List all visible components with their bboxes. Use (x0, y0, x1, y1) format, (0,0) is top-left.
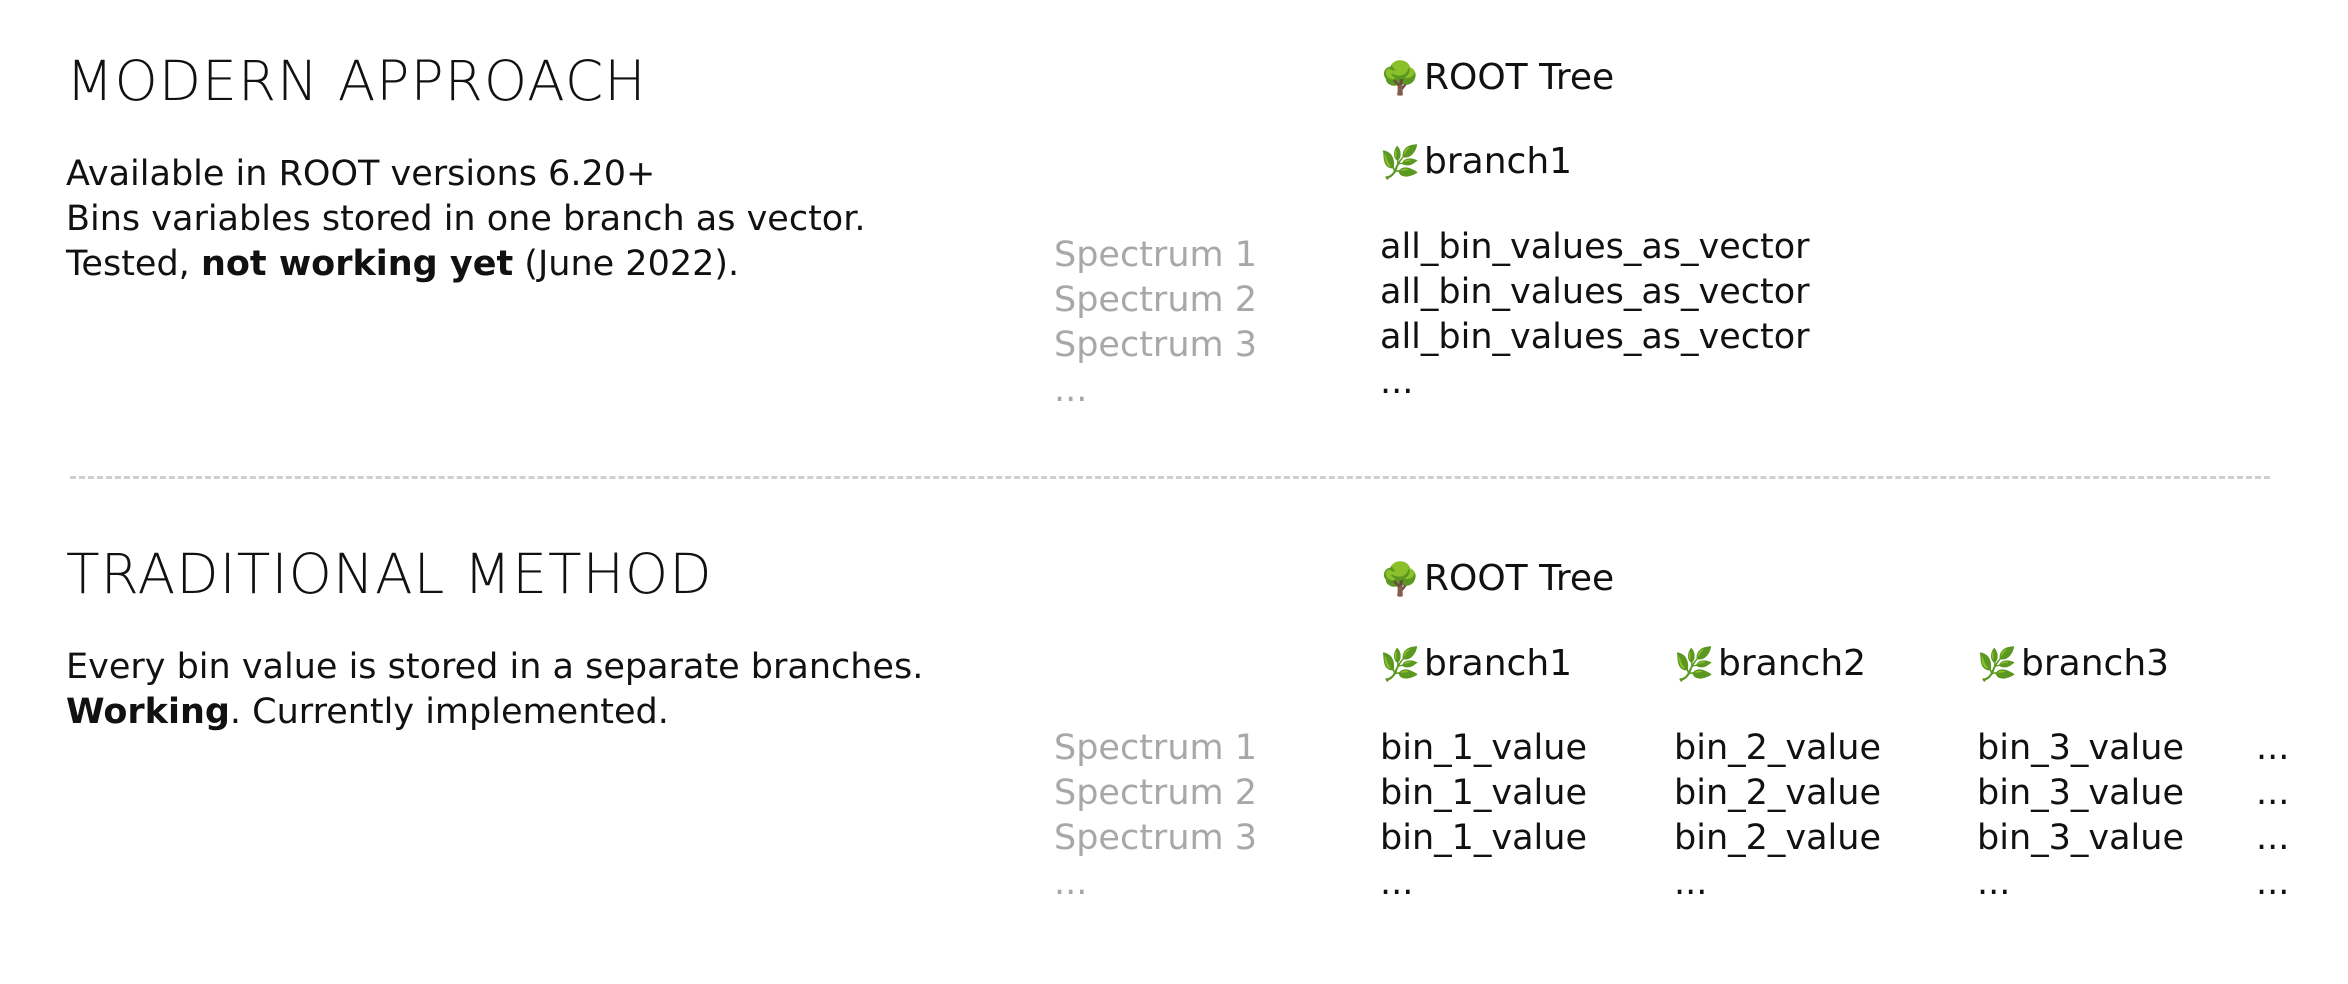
modern-desc-line-3-prefix: Tested, (66, 244, 201, 284)
modern-spectrum-2: Spectrum 2 (1054, 280, 1257, 320)
traditional-desc-line-1: Every bin value is stored in a separate … (66, 647, 924, 687)
bin1-value-1: bin_1_value (1380, 728, 1587, 768)
modern-approach-heading: MODERN APPROACH (66, 49, 647, 113)
traditional-branch2-values: bin_2_value bin_2_value bin_2_value ... (1674, 726, 1881, 906)
traditional-branch2: 🌿 branch2 (1674, 646, 1866, 682)
herb-icon: 🌿 (1977, 645, 2017, 683)
modern-desc-line-1: Available in ROOT versions 6.20+ (66, 154, 656, 194)
herb-icon: 🌿 (1380, 143, 1420, 181)
traditional-method-heading: TRADITIONAL METHOD (66, 542, 713, 606)
bin2-value-2: bin_2_value (1674, 773, 1881, 813)
bin3-value-3: bin_3_value (1977, 818, 2184, 858)
more-value-more: ... (2256, 863, 2290, 903)
traditional-more-branches-values: ... ... ... ... (2256, 726, 2289, 906)
traditional-spectrum-3: Spectrum 3 (1054, 818, 1257, 858)
modern-desc-line-3: Tested, not working yet (June 2022). (66, 242, 866, 287)
bin3-value-2: bin_3_value (1977, 773, 2184, 813)
traditional-spectra-list: Spectrum 1 Spectrum 2 Spectrum 3 ... (1054, 726, 1257, 906)
modern-root-tree-label: ROOT Tree (1424, 57, 1615, 98)
modern-branch1: 🌿 branch1 (1380, 144, 1572, 180)
traditional-branch2-label: branch2 (1718, 643, 1867, 684)
traditional-branch1-values: bin_1_value bin_1_value bin_1_value ... (1380, 726, 1587, 906)
modern-branch1-values: all_bin_values_as_vector all_bin_values_… (1380, 225, 1810, 405)
bin1-value-more: ... (1380, 863, 1414, 903)
traditional-branch3-label: branch3 (2021, 643, 2170, 684)
bin1-value-2: bin_1_value (1380, 773, 1587, 813)
modern-spectrum-more: ... (1054, 370, 1088, 410)
bin2-value-more: ... (1674, 863, 1708, 903)
traditional-spectrum-1: Spectrum 1 (1054, 728, 1257, 768)
traditional-spectrum-2: Spectrum 2 (1054, 773, 1257, 813)
tree-icon: 🌳 (1380, 59, 1420, 97)
bin3-value-1: bin_3_value (1977, 728, 2184, 768)
modern-desc-line-2: Bins variables stored in one branch as v… (66, 199, 866, 239)
modern-root-tree: 🌳 ROOT Tree (1380, 60, 1614, 96)
herb-icon: 🌿 (1380, 645, 1420, 683)
modern-spectrum-1: Spectrum 1 (1054, 235, 1257, 275)
more-value-1: ... (2256, 728, 2290, 768)
bin1-value-3: bin_1_value (1380, 818, 1587, 858)
modern-status-bold: not working yet (200, 244, 514, 284)
traditional-root-tree-label: ROOT Tree (1424, 558, 1615, 599)
traditional-branch3: 🌿 branch3 (1977, 646, 2169, 682)
more-value-3: ... (2256, 818, 2290, 858)
modern-spectra-list: Spectrum 1 Spectrum 2 Spectrum 3 ... (1054, 233, 1257, 413)
traditional-spectrum-more: ... (1054, 863, 1088, 903)
modern-value-1: all_bin_values_as_vector (1380, 227, 1810, 267)
modern-spectrum-3: Spectrum 3 (1054, 325, 1257, 365)
modern-description: Available in ROOT versions 6.20+ Bins va… (66, 152, 866, 287)
herb-icon: 🌿 (1674, 645, 1714, 683)
tree-icon: 🌳 (1380, 560, 1420, 598)
traditional-description: Every bin value is stored in a separate … (66, 645, 923, 735)
modern-value-3: all_bin_values_as_vector (1380, 317, 1810, 357)
bin3-value-more: ... (1977, 863, 2011, 903)
modern-branch1-label: branch1 (1424, 141, 1573, 182)
section-divider (70, 476, 2270, 479)
modern-value-more: ... (1380, 362, 1414, 402)
modern-desc-line-3-suffix: (June 2022). (513, 244, 740, 284)
traditional-desc-line-2-suffix: . Currently implemented. (229, 692, 669, 732)
bin2-value-1: bin_2_value (1674, 728, 1881, 768)
traditional-branch3-values: bin_3_value bin_3_value bin_3_value ... (1977, 726, 2184, 906)
traditional-branch1: 🌿 branch1 (1380, 646, 1572, 682)
bin2-value-3: bin_2_value (1674, 818, 1881, 858)
modern-value-2: all_bin_values_as_vector (1380, 272, 1810, 312)
traditional-root-tree: 🌳 ROOT Tree (1380, 561, 1614, 597)
traditional-desc-line-2: Working. Currently implemented. (66, 690, 923, 735)
traditional-status-bold: Working (66, 692, 230, 732)
more-value-2: ... (2256, 773, 2290, 813)
traditional-branch1-label: branch1 (1424, 643, 1573, 684)
